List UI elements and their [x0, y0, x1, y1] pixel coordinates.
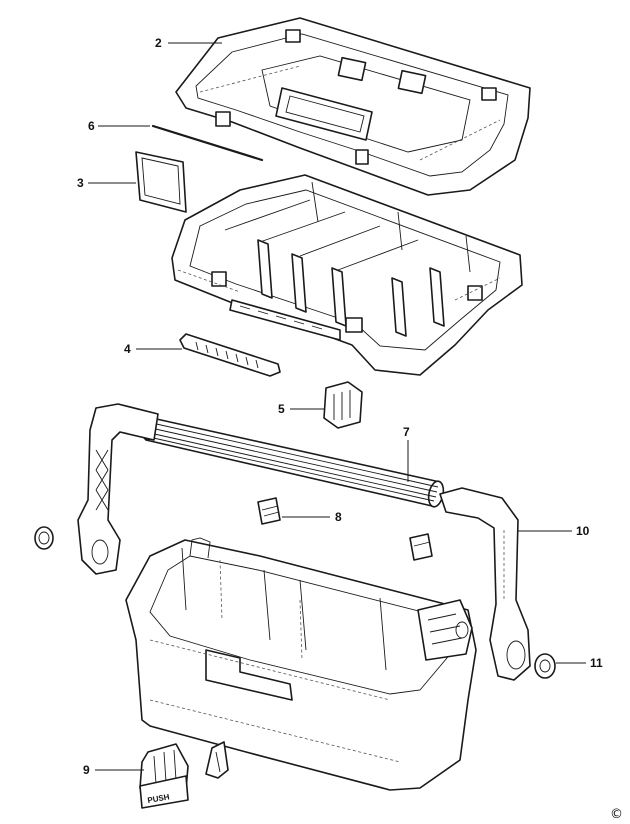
callout-11: 11	[590, 656, 603, 670]
callout-5: 5	[278, 402, 285, 416]
callout-7: 7	[403, 425, 410, 439]
part-lid	[175, 17, 531, 196]
part-base-box	[125, 537, 477, 791]
part-tray-latch	[179, 333, 281, 377]
part-small-bracket	[205, 741, 229, 779]
push-stamp: PUSH	[147, 792, 171, 805]
part-tray	[171, 174, 523, 376]
callout-2: 2	[155, 36, 162, 50]
part-pivot-cap-right	[534, 653, 556, 679]
callout-8: 8	[335, 510, 342, 524]
part-handle-arm-left	[77, 403, 159, 575]
part-handle-lock-second	[409, 533, 433, 561]
copyright-mark: ©	[610, 807, 623, 822]
callout-9: 9	[83, 763, 90, 777]
callout-3: 3	[77, 176, 84, 190]
part-label-card	[135, 151, 187, 213]
part-handle-clip	[323, 381, 363, 429]
part-handle-grip	[141, 417, 445, 508]
callout-6: 6	[88, 119, 95, 133]
part-push-latch: PUSH	[139, 743, 189, 809]
part-hinge-pin	[151, 124, 264, 162]
part-handle-arm-right	[439, 487, 531, 681]
callout-10: 10	[576, 524, 590, 538]
part-pivot-cap-left	[34, 526, 54, 550]
part-handle-lock	[257, 497, 281, 525]
callout-4: 4	[124, 342, 131, 356]
